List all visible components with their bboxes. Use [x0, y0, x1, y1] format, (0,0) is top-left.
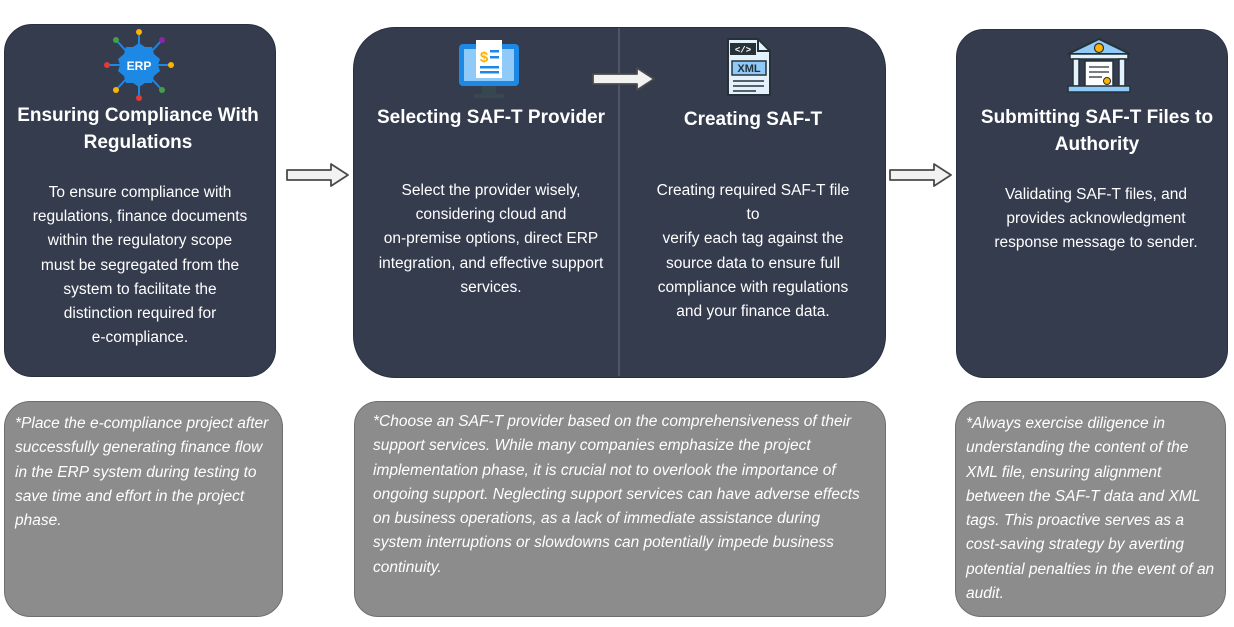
- bank-document-icon: [1064, 36, 1134, 99]
- note-creating: *Always exercise diligence in understand…: [955, 401, 1226, 617]
- step-title-provider: Selecting SAF-T Provider: [376, 107, 606, 128]
- xml-file-icon: </> XML: [722, 37, 774, 102]
- note-provider: *Choose an SAF-T provider based on the c…: [354, 401, 886, 617]
- step-body-creating: Creating required SAF-T file to verify e…: [656, 182, 850, 321]
- card-divider: [618, 28, 620, 376]
- step-title-creating: Creating SAF-T: [683, 109, 823, 130]
- step-body-submitting: Validating SAF-T files, and provides ack…: [994, 186, 1198, 252]
- arrow-right-icon: [889, 163, 953, 192]
- document-monitor-icon: $: [456, 38, 522, 107]
- step-title-submitting: Submitting SAF-T Files to Authority: [980, 107, 1214, 155]
- arrow-right-icon: [286, 163, 350, 192]
- step-body-provider: Select the provider wisely, considering …: [378, 182, 604, 296]
- arrow-right-icon: [592, 67, 656, 96]
- step-body-compliance: To ensure compliance with regulations, f…: [32, 184, 248, 347]
- step-title-compliance: Ensuring Compliance With Regulations: [17, 105, 259, 153]
- xml-icon-label: XML: [737, 63, 761, 75]
- erp-chip-icon: ERP: [102, 28, 176, 107]
- svg-text:</>: </>: [735, 46, 751, 56]
- note-compliance: *Place the e-compliance project after su…: [4, 401, 283, 617]
- svg-text:$: $: [480, 49, 489, 66]
- erp-icon-label: ERP: [127, 59, 152, 73]
